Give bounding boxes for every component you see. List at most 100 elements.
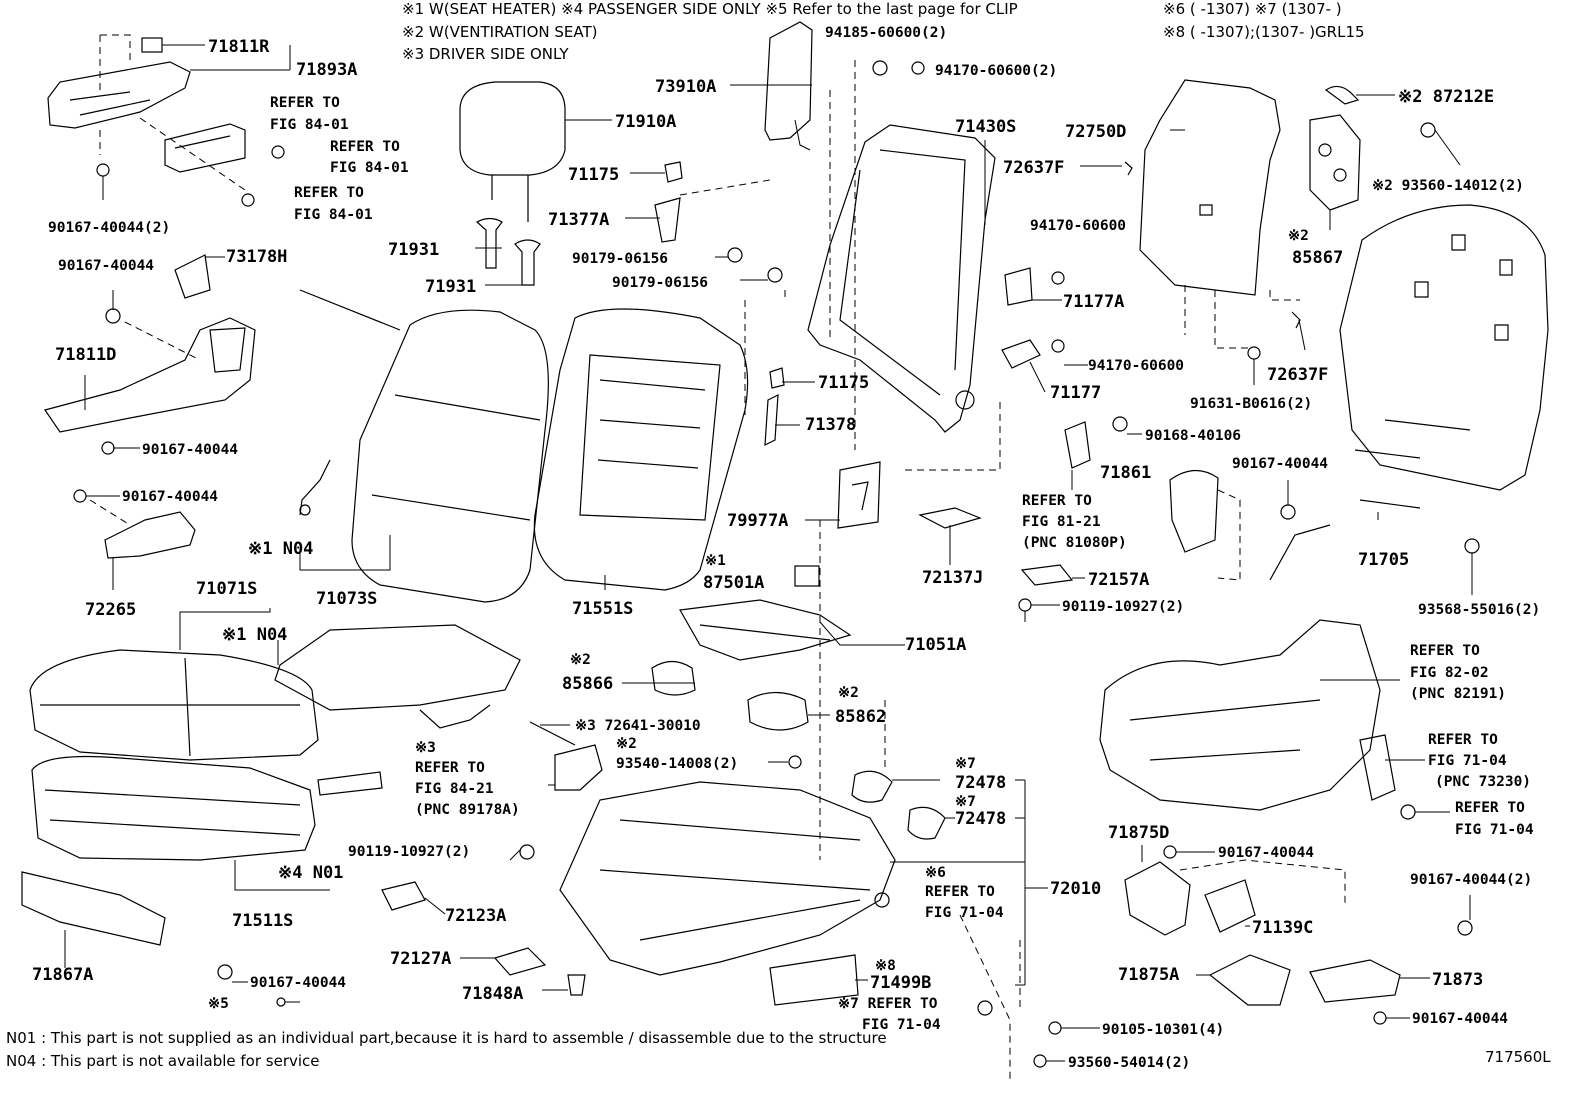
legend-line-5: ※8 ( -1307);(1307- )GRL15 (1163, 23, 1365, 41)
label-72478b: 72478 (955, 809, 1006, 829)
label-refer-84-21-1: REFER TO (415, 760, 485, 776)
label-71377A: 71377A (548, 210, 609, 230)
label-N04a: ※1 N04 (248, 539, 313, 559)
frame-71430s (807, 124, 996, 433)
label-90179-06156a: 90179-06156 (572, 251, 668, 267)
ring-72478-b (907, 806, 946, 840)
legend-line-3: ※3 DRIVER SIDE ONLY (402, 45, 569, 63)
side-cover-71893a (47, 61, 191, 129)
harness-82-02 (1099, 619, 1381, 811)
trim-n01 (317, 771, 383, 796)
label-refer-71-04a-2: FIG 71-04 (1428, 753, 1507, 769)
switch-84-01 (164, 123, 246, 173)
label-72010: 72010 (1050, 879, 1101, 899)
label-71071S: 71071S (196, 579, 257, 599)
label-N04b: ※1 N04 (222, 625, 287, 645)
label-71873: 71873 (1432, 970, 1483, 990)
label-refer-71-04a-1: REFER TO (1428, 732, 1498, 748)
label-90167-40044b: 90167-40044 (142, 442, 238, 458)
cover-71499b (769, 954, 859, 1006)
label-90105-10301: 90105-10301(4) (1102, 1022, 1224, 1038)
nut-94170-2 (911, 61, 925, 75)
label-71893A: 71893A (296, 60, 357, 80)
bracket-90168 (1064, 421, 1091, 469)
fan-85862 (747, 691, 809, 731)
connector-84-21 (554, 744, 603, 791)
label-90119-10927a: 90119-10927(2) (1062, 599, 1184, 615)
buckle-71-04 (1359, 734, 1396, 801)
cover-71875a (1208, 954, 1291, 1006)
label-71931a: 71931 (388, 240, 439, 260)
part-labels: 71811R 71893A REFER TO FIG 84-01 REFER T… (32, 25, 1540, 1071)
label-refer-71-04b-2: FIG 71-04 (1455, 822, 1534, 838)
label-refer-82-02-2: FIG 82-02 (1410, 665, 1489, 681)
label-72750D: 72750D (1065, 122, 1126, 142)
label-refer-84-01-b-2: FIG 84-01 (330, 160, 409, 176)
label-71511S: 71511S (232, 911, 293, 931)
leader-lines (64, 44, 1473, 1062)
cover-72123a (381, 881, 426, 911)
label-90167-40044c: 90167-40044 (122, 489, 218, 505)
footnote-n01: N01 : This part is not supplied as an in… (6, 1029, 887, 1047)
label-71139C: 71139C (1252, 918, 1313, 938)
cap-71848a (567, 974, 586, 996)
label-refer-84-01-b-1: REFER TO (330, 139, 400, 155)
module-87501a (794, 565, 820, 587)
bracket-71177 (1001, 339, 1041, 369)
label-71875D: 71875D (1108, 823, 1169, 843)
label-71378: 71378 (805, 415, 856, 435)
label-93540-note: ※2 (616, 736, 637, 752)
label-71931b: 71931 (425, 277, 476, 297)
label-refer-81-21-2: FIG 81-21 (1022, 514, 1101, 530)
label-85862: 85862 (835, 707, 886, 727)
label-93560-14012: ※2 93560-14012(2) (1372, 178, 1524, 194)
label-91631-B0616: 91631-B0616(2) (1190, 396, 1312, 412)
label-71705: 71705 (1358, 550, 1409, 570)
label-refer-84-21-2: FIG 84-21 (415, 781, 494, 797)
label-refer-84-21-note: ※3 (415, 740, 436, 756)
legend-line-1: ※1 W(SEAT HEATER) ※4 PASSENGER SIDE ONLY… (402, 0, 1018, 18)
plate-72137j (918, 507, 982, 529)
guide-71931-b (514, 239, 541, 286)
label-90179-06156b: 90179-06156 (612, 275, 708, 291)
footnotes: N01 : This part is not supplied as an in… (6, 1029, 1551, 1070)
label-refer-81-21-1: REFER TO (1022, 493, 1092, 509)
label-71499B: 71499B (870, 973, 931, 993)
pad-73910a (764, 21, 813, 141)
label-90167-40044e: 90167-40044 (1218, 845, 1314, 861)
clip-71175-b (769, 367, 785, 389)
harness-71051a (679, 599, 852, 661)
ring-72478-a (851, 770, 893, 803)
cushion-71071s (29, 649, 319, 761)
label-N01: ※4 N01 (278, 863, 343, 883)
label-72265: 72265 (85, 600, 136, 620)
label-refer-71-04c-2: FIG 71-04 (925, 905, 1004, 921)
label-71499B-note: ※8 (875, 958, 896, 974)
label-94170-60600a: 94170-60600 (1030, 218, 1126, 234)
label-87501A-note: ※1 (705, 553, 726, 569)
label-71811R: 71811R (208, 37, 270, 57)
label-72478a: 72478 (955, 773, 1006, 793)
footnote-n04: N04 : This part is not available for ser… (6, 1052, 320, 1070)
label-90167-40044g: 90167-40044 (250, 975, 346, 991)
label-71051A: 71051A (905, 635, 966, 655)
label-90167-40044-2b: 90167-40044(2) (1410, 872, 1532, 888)
clip-71811r (141, 37, 163, 53)
label-87501A: 87501A (703, 573, 764, 593)
label-71861: 71861 (1100, 463, 1151, 483)
label-87212E: ※2 87212E (1398, 87, 1494, 107)
label-73178H: 73178H (226, 247, 287, 267)
plate-72157a (1020, 564, 1074, 586)
label-refer-82-02-3: (PNC 82191) (1410, 686, 1506, 702)
label-72641-30010: ※3 72641-30010 (575, 718, 701, 734)
label-71177: 71177 (1050, 383, 1101, 403)
back-frame-71551s (533, 308, 749, 591)
label-71430S: 71430S (955, 117, 1016, 137)
cover-71867a (21, 871, 166, 946)
pad-79977a (837, 461, 881, 529)
bolt-90167-a (96, 163, 110, 177)
cover-71875d (1124, 861, 1191, 936)
label-72637Fb: 72637F (1267, 365, 1328, 385)
motor-87212e (1324, 85, 1360, 105)
label-refer-71-04c-1: REFER TO (925, 884, 995, 900)
